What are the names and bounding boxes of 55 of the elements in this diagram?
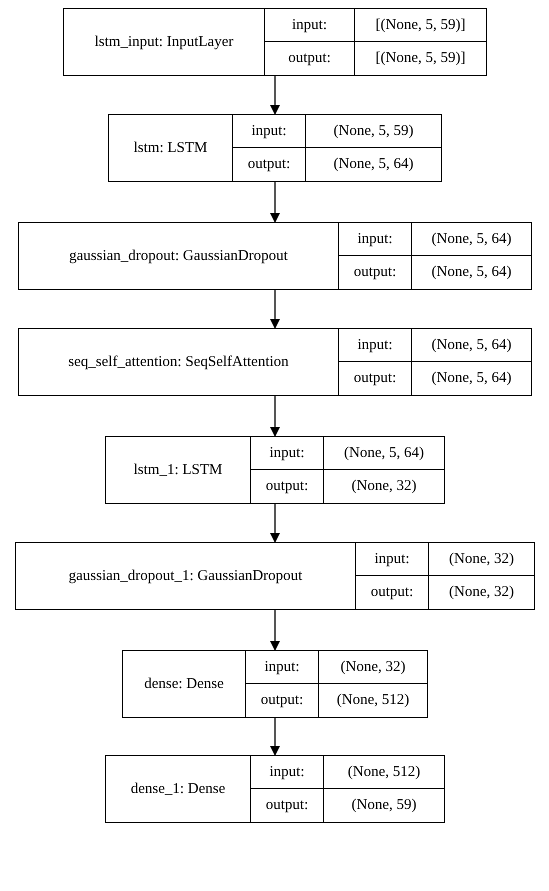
port-label: input: <box>357 230 392 248</box>
port-label: input: <box>251 122 286 140</box>
port-label: output: <box>354 370 396 387</box>
port-label: output: <box>354 264 396 281</box>
arrow <box>270 504 280 543</box>
layer-box <box>105 436 445 504</box>
shape-value: (None, 5, 64) <box>334 156 414 173</box>
layer-name: seq_self_attention: SeqSelfAttention <box>68 354 289 370</box>
port-label: input: <box>264 658 300 676</box>
port-label: input: <box>357 336 392 354</box>
layer-name: lstm: LSTM <box>134 140 208 156</box>
port-label: output: <box>370 584 414 601</box>
layer-box <box>122 650 428 718</box>
shape-value: (None, 59) <box>352 797 416 814</box>
port-label: output: <box>248 156 290 173</box>
layer-name: gaussian_dropout: GaussianDropout <box>69 248 288 264</box>
shape-value: (None, 5, 64) <box>432 370 512 387</box>
shape-value: (None, 32) <box>340 658 406 676</box>
layer-box <box>18 222 532 290</box>
layer-box <box>63 8 487 76</box>
arrow <box>270 290 280 329</box>
arrow <box>270 182 280 223</box>
port-label: input: <box>374 550 410 568</box>
shape-value: [(None, 5, 59)] <box>376 50 466 67</box>
arrow <box>270 76 280 115</box>
shape-value: (None, 32) <box>352 478 416 495</box>
arrow <box>270 610 280 651</box>
layer-box <box>15 542 535 610</box>
layer-box <box>108 114 442 182</box>
layer-name: lstm_input: InputLayer <box>94 34 234 50</box>
shape-value: (None, 32) <box>449 584 514 601</box>
port-label: input: <box>269 444 304 462</box>
layer-box <box>105 755 445 823</box>
port-label: input: <box>292 16 327 34</box>
arrow <box>270 396 280 437</box>
shape-value: (None, 5, 59) <box>334 122 414 140</box>
shape-value: (None, 5, 64) <box>432 336 512 354</box>
layer-name: dense: Dense <box>144 676 224 692</box>
layer-box <box>18 328 532 396</box>
port-label: output: <box>260 692 304 709</box>
port-label: input: <box>269 764 304 780</box>
shape-value: (None, 5, 64) <box>432 264 512 281</box>
layer-name: dense_1: Dense <box>130 780 226 798</box>
port-label: output: <box>266 478 308 495</box>
shape-value: (None, 5, 64) <box>344 444 424 462</box>
shape-value: (None, 5, 64) <box>432 230 512 248</box>
shape-value: [(None, 5, 59)] <box>376 16 466 34</box>
shape-value: (None, 32) <box>449 550 514 568</box>
shape-value: (None, 512) <box>348 764 420 780</box>
arrow <box>270 718 280 756</box>
port-label: output: <box>288 50 331 67</box>
port-label: output: <box>266 797 308 814</box>
layer-name: lstm_1: LSTM <box>134 462 222 478</box>
shape-value: (None, 512) <box>336 692 410 709</box>
layer-name: gaussian_dropout_1: GaussianDropout <box>68 568 302 584</box>
